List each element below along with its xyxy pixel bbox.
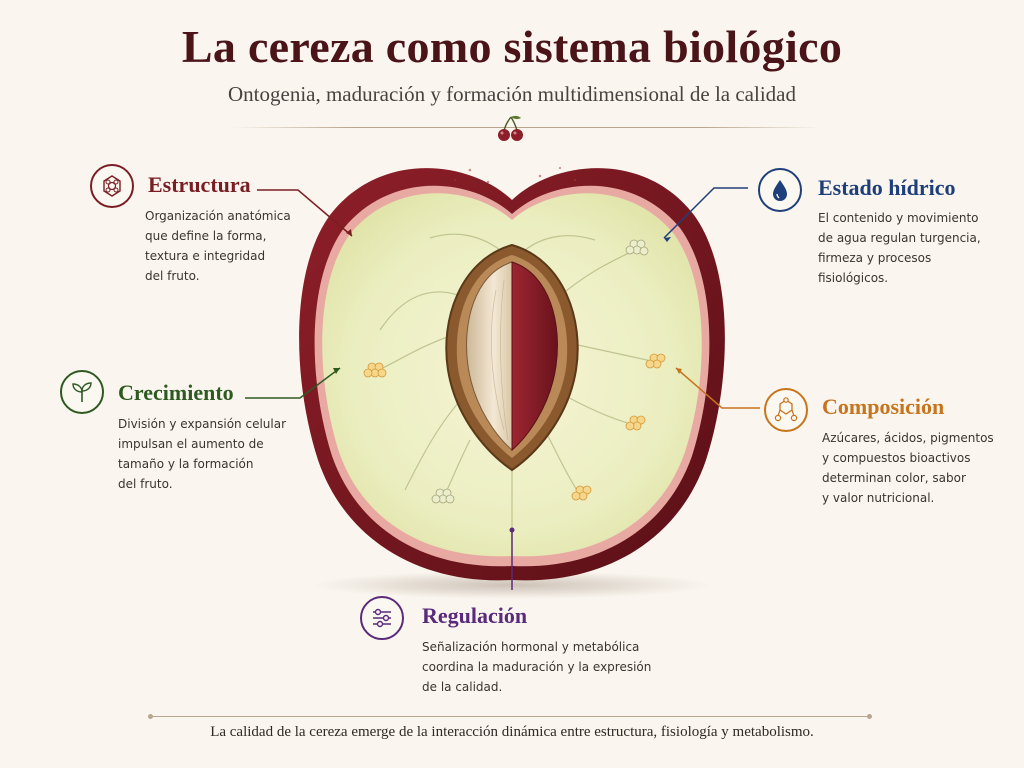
- connector-composicion: [675, 367, 760, 409]
- estructura-line-2: que define la forma,: [145, 229, 267, 243]
- estructura-title: Estructura: [148, 172, 251, 197]
- estado-hidrico-line-2: de agua regulan turgencia,: [818, 231, 981, 245]
- connector-crecimiento: [245, 367, 341, 399]
- skin-texture: [454, 166, 577, 184]
- estado-hidrico-title: Estado hídrico: [818, 175, 956, 200]
- cell-clusters: [363, 239, 666, 504]
- estructura-description: Organización anatómica que define la for…: [145, 206, 291, 286]
- page-subtitle: Ontogenia, maduración y formación multid…: [228, 82, 796, 106]
- cherry-icon: [498, 115, 523, 141]
- composicion-line-3: determinan color, sabor: [822, 471, 966, 485]
- regulacion-title: Regulación: [422, 603, 528, 628]
- crecimiento-line-3: tamaño y la formación: [118, 457, 254, 471]
- composicion-line-4: y valor nutricional.: [822, 491, 935, 505]
- water-drop-icon: [773, 180, 787, 201]
- crecimiento-description: División y expansión celular impulsan el…: [118, 414, 286, 494]
- estado-hidrico-icon-badge: [758, 168, 802, 212]
- connector-estado-hidrico: [663, 187, 748, 239]
- molecule-icon: [774, 397, 798, 422]
- regulacion-line-3: de la calidad.: [422, 680, 503, 694]
- footer-divider: [148, 714, 872, 719]
- connector-estructura: [257, 189, 353, 237]
- estructura-line-1: Organización anatómica: [145, 209, 291, 223]
- seed-right-half: [511, 261, 558, 452]
- connector-arrows: [333, 229, 682, 533]
- sprout-icon: [72, 382, 92, 402]
- page-title: La cereza como sistema biológico: [181, 21, 843, 72]
- seed-texture: [491, 279, 509, 441]
- estado-hidrico-description: El contenido y movimiento de agua regula…: [818, 208, 981, 288]
- estado-hidrico-line-1: El contenido y movimiento: [818, 211, 979, 225]
- composicion-icon-badge: [764, 388, 808, 432]
- cell-icon: [103, 175, 121, 197]
- crecimiento-title: Crecimiento: [118, 380, 234, 405]
- estructura-line-4: del fruto.: [145, 269, 200, 283]
- regulacion-line-2: coordina la maduración y la expresión: [422, 660, 652, 674]
- crecimiento-line-4: del fruto.: [118, 477, 173, 491]
- composicion-line-1: Azúcares, ácidos, pigmentos: [822, 431, 994, 445]
- regulacion-line-1: Señalización hormonal y metabólica: [422, 640, 640, 654]
- composicion-description: Azúcares, ácidos, pigmentos y compuestos…: [822, 428, 994, 508]
- crecimiento-icon-badge: [60, 370, 104, 414]
- composicion-title: Composición: [822, 394, 945, 419]
- crecimiento-line-1: División y expansión celular: [118, 417, 287, 431]
- estado-hidrico-line-3: firmeza y procesos: [818, 251, 932, 265]
- regulacion-description: Señalización hormonal y metabólica coord…: [422, 637, 651, 697]
- sliders-icon: [373, 608, 391, 628]
- estado-hidrico-line-4: fisiológicos.: [818, 271, 889, 285]
- connector-lines: [245, 187, 760, 590]
- seed-left-half: [466, 261, 513, 452]
- estructura-icon-badge: [90, 164, 134, 208]
- footer-caption: La calidad de la cereza emerge de la int…: [210, 724, 814, 740]
- estructura-line-3: textura e integridad: [145, 249, 266, 263]
- title-divider: [232, 127, 822, 128]
- composicion-line-2: y compuestos bioactivos: [822, 451, 971, 465]
- crecimiento-line-2: impulsan el aumento de: [118, 437, 264, 451]
- regulacion-icon-badge: [360, 596, 404, 640]
